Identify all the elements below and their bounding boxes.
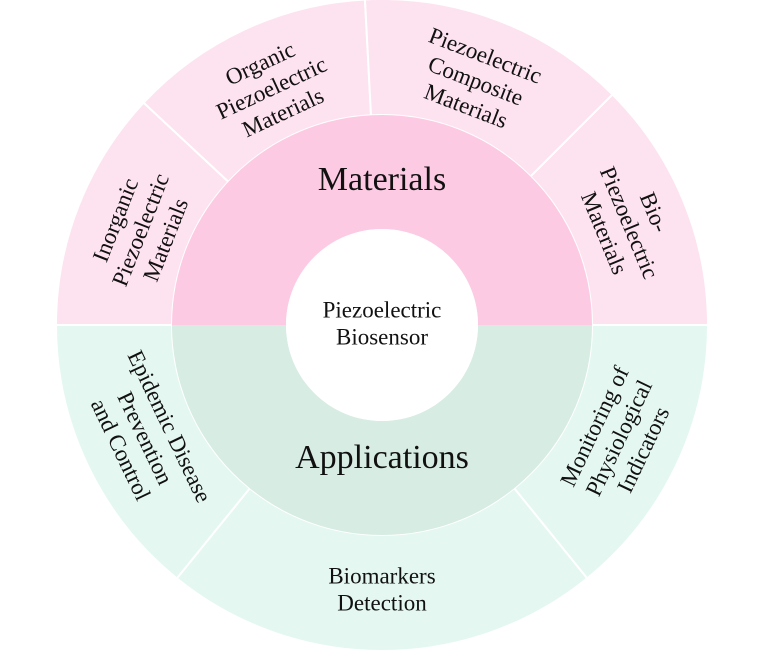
inner-ring-materials [172,115,592,325]
segment-label-inorganic-piezoelectric-materials: InorganicPiezoelectricMaterials [82,160,199,299]
inner-ring-applications [172,325,592,535]
segment-label-biomarkers-detection-line: Biomarkers [328,564,435,589]
segment-label-biomarkers-detection-line: Detection [337,591,427,616]
center-label-line: Piezoelectric [323,298,442,323]
center-circle [286,229,478,421]
ring-label-applications: Applications [295,439,469,476]
inner-ring [172,115,592,535]
ring-label-materials: Materials [318,161,446,198]
center-label-line: Biosensor [336,325,428,350]
outer-ring [54,0,710,652]
outer-segment-biomarkers-detection [175,486,589,652]
